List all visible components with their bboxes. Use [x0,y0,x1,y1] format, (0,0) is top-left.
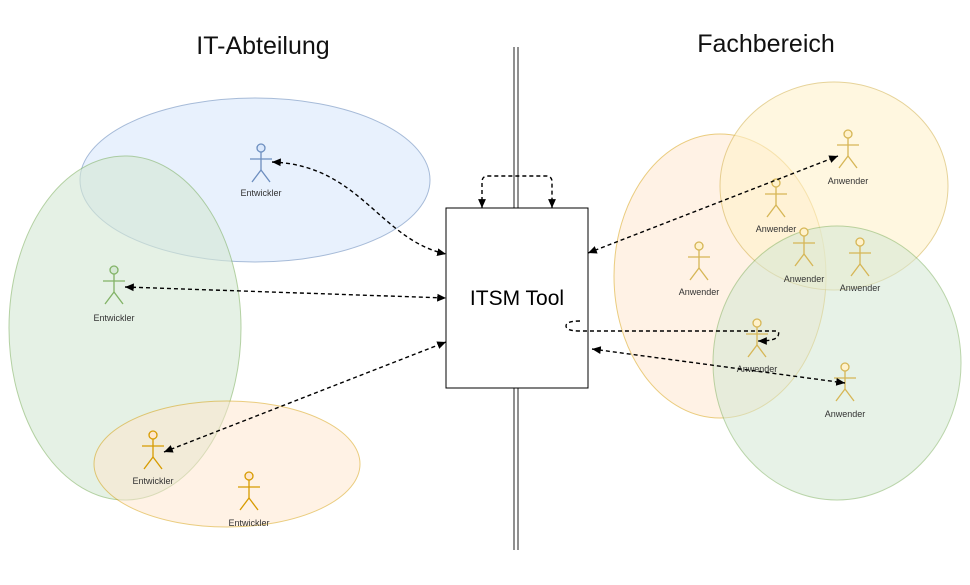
heading-it-abteilung: IT-Abteilung [196,32,329,60]
conn-dev-green [124,283,447,302]
itsm-tool-box[interactable] [445,207,589,389]
actor-user-top-right-label: Anwender [828,176,869,186]
actor-dev-green-label: Entwickler [93,313,134,323]
actor-dev-blue[interactable] [250,143,272,183]
orange-group-ellipse [93,400,361,528]
conn-user-bottom-right [591,346,846,386]
connections [124,155,846,453]
green-right-ellipse [712,225,962,501]
actor-user-center-b[interactable] [849,237,871,277]
actor-dev-orange-2[interactable] [238,471,260,511]
actor-dev-orange-1-label: Entwickler [132,476,173,486]
actor-dev-blue-label: Entwickler [240,188,281,198]
conn-dev-orange [163,341,447,453]
itsm-tool-label: ITSM Tool [470,287,564,310]
it-groups [8,97,431,528]
actor-dev-orange-2-label: Entwickler [228,518,269,528]
conn-dev-blue [271,158,447,256]
actor-user-center-b-label: Anwender [840,283,881,293]
actor-user-bottom-right-label: Anwender [825,409,866,419]
actor-dev-green[interactable] [103,265,125,305]
heading-fachbereich: Fachbereich [697,30,835,58]
self-loop-top [478,175,556,208]
actor-user-mid-label: Anwender [756,224,797,234]
fach-groups [613,81,962,501]
actor-user-loop-label: Anwender [737,364,778,374]
actor-user-center-a-label: Anwender [784,274,825,284]
actor-dev-orange-1[interactable] [142,430,164,470]
conn-user-top-right [587,155,839,254]
actor-user-top-right[interactable] [837,129,859,169]
actor-user-left-label: Anwender [679,287,720,297]
